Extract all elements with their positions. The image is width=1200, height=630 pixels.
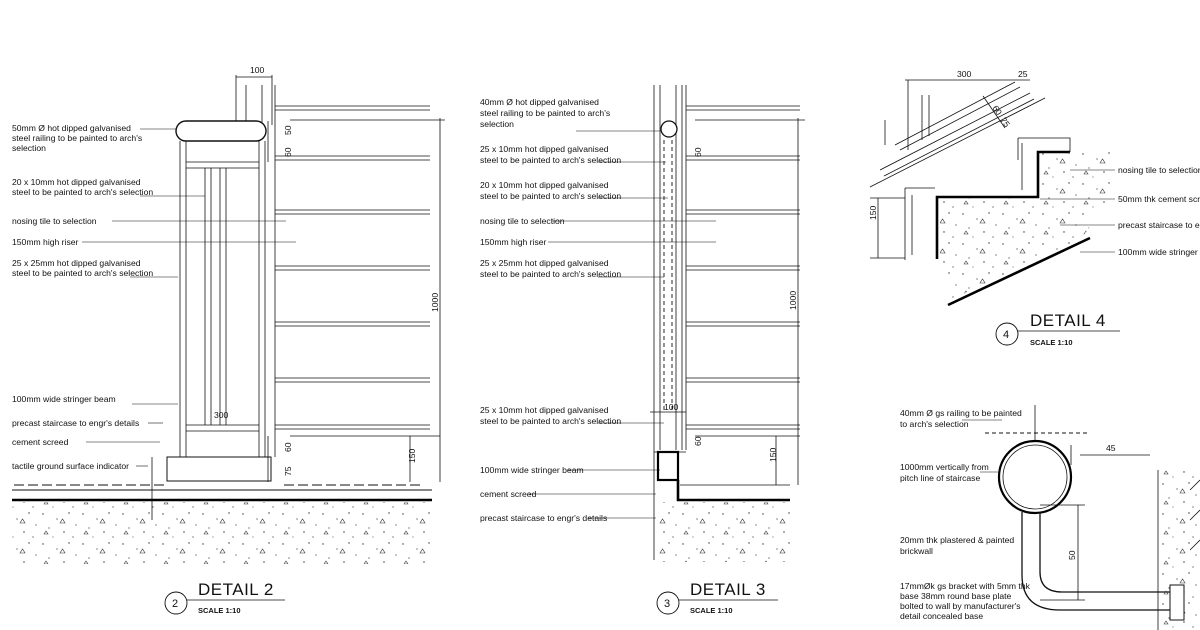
detail-5-dim-a: 45 (1106, 443, 1116, 453)
detail-2-title-block: 2 DETAIL 2 SCALE 1:10 (164, 580, 285, 615)
note-d2-4: 150mm high riser (12, 237, 79, 247)
note-d3-3b: steel to be painted to arch's selection (480, 191, 621, 201)
note-d2-7: precast staircase to engr's details (12, 418, 139, 428)
detail-4-dim-a: 300 (957, 69, 972, 79)
detail-2-dim-base: 300 (214, 410, 229, 420)
note-d2-5a: 25 x 25mm hot dipped galvanised (12, 258, 141, 268)
note-d4-3: precast staircase to engr's (1118, 220, 1200, 230)
detail-3-dim-base: 100 (664, 402, 679, 412)
detail-3-title-block: 3 DETAIL 3 SCALE 1:10 (656, 580, 778, 615)
detail-2-dim-e: 150 (407, 448, 417, 463)
note-d5-4d: detail concealed base (900, 611, 983, 621)
detail-3-dim-height: 1000 (788, 291, 798, 310)
note-d4-1: nosing tile to selection (1118, 165, 1200, 175)
note-d3-6a: 25 x 25mm hot dipped galvanised (480, 258, 609, 268)
note-d3-7a: 25 x 10mm hot dipped galvanised (480, 405, 609, 415)
note-d3-7b: steel to be painted to arch's selection (480, 416, 621, 426)
detail-2-title: DETAIL 2 (198, 580, 274, 599)
detail-5-dim-b: 50 (1067, 550, 1077, 560)
note-d3-2a: 25 x 10mm hot dipped galvanised (480, 144, 609, 154)
note-d5-2a: 1000mm vertically from (900, 462, 989, 472)
note-d2-3: nosing tile to selection (12, 216, 97, 226)
detail-3-dim-e: 150 (768, 447, 778, 462)
note-d2-6: 100mm wide stringer beam (12, 394, 116, 404)
note-d5-2b: pitch line of staircase (900, 473, 980, 483)
note-d4-4: 100mm wide stringer beam (1118, 247, 1200, 257)
note-d3-2b: steel to be painted to arch's selection (480, 155, 621, 165)
note-d2-1a: 50mm Ø hot dipped galvanised (12, 123, 131, 133)
note-d5-4a: 17mmØk gs bracket with 5mm thk (900, 581, 1031, 591)
detail-4-notes: nosing tile to selection 50mm thk cement… (1118, 165, 1200, 257)
detail-4-dim-b: 25 (1018, 69, 1028, 79)
note-d3-1c: selection (480, 119, 514, 129)
detail-4-number: 4 (1003, 329, 1009, 341)
note-d2-5b: steel to be painted to arch's selection (12, 268, 153, 278)
note-d5-3a: 20mm thk plastered & painted (900, 535, 1014, 545)
detail-2-dim-a: 50 (283, 125, 293, 135)
note-d3-1a: 40mm Ø hot dipped galvanised (480, 97, 599, 107)
detail-3-number: 3 (664, 598, 670, 610)
note-d2-2a: 20 x 10mm hot dipped galvanised (12, 177, 141, 187)
detail-2-drawing (12, 75, 445, 564)
detail-2-dim-b: 60 (283, 147, 293, 157)
detail-4-title: DETAIL 4 (1030, 311, 1106, 330)
note-d2-1c: selection (12, 143, 46, 153)
note-d3-9: cement screed (480, 489, 537, 499)
note-d3-4: nosing tile to selection (480, 216, 565, 226)
detail-3-dim-c: 60 (693, 436, 703, 446)
note-d3-3a: 20 x 10mm hot dipped galvanised (480, 180, 609, 190)
note-d3-10: precast staircase to engr's details (480, 513, 607, 523)
detail-4-scale: SCALE 1:10 (1030, 338, 1073, 347)
detail-2-dim-top: 100 (250, 65, 265, 75)
detail-5-drawing (962, 405, 1200, 630)
detail-3-drawing (529, 85, 805, 562)
note-d5-1a: 40mm Ø gs railing to be painted (900, 408, 1022, 418)
detail-2-number: 2 (172, 598, 178, 610)
detail-4-title-block: 4 DETAIL 4 SCALE 1:10 (995, 311, 1120, 347)
note-d4-2: 50mm thk cement screed (1118, 194, 1200, 204)
note-d5-4c: bolted to wall by manufacturer's (900, 601, 1021, 611)
note-d3-8: 100mm wide stringer beam (480, 465, 584, 475)
note-d3-5: 150mm high riser (480, 237, 547, 247)
detail-3-dim-a: 60 (693, 147, 703, 157)
note-d3-6b: steel to be painted to arch's selection (480, 269, 621, 279)
detail-3-title: DETAIL 3 (690, 580, 766, 599)
note-d5-4b: base 38mm round base plate (900, 591, 1012, 601)
detail-4-dim-d: 75 (998, 115, 1012, 129)
note-d2-1b: steel railing to be painted to arch's (12, 133, 142, 143)
detail-2-scale: SCALE 1:10 (198, 606, 241, 615)
note-d2-9: tactile ground surface indicator (12, 461, 129, 471)
note-d2-8: cement screed (12, 437, 69, 447)
detail-3-scale: SCALE 1:10 (690, 606, 733, 615)
note-d5-1b: to arch's selection (900, 419, 969, 429)
note-d2-2b: steel to be painted to arch's selection (12, 187, 153, 197)
detail-2-dim-d: 75 (283, 466, 293, 476)
detail-4-drawing (869, 79, 1115, 307)
detail-4-dim-e: 150 (868, 205, 878, 220)
note-d5-3b: brickwall (900, 546, 933, 556)
detail-2-dim-height: 1000 (430, 293, 440, 312)
detail-2-dim-c: 60 (283, 442, 293, 452)
note-d3-1b: steel railing to be painted to arch's (480, 108, 610, 118)
